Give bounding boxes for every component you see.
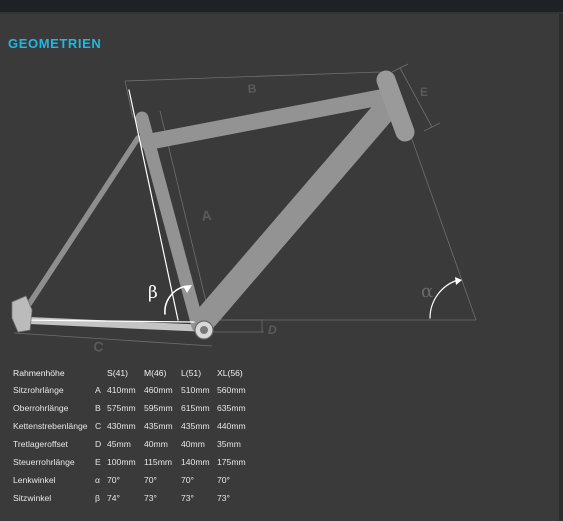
header-size-l: L(51) — [181, 368, 202, 378]
header-size-m: M(46) — [144, 368, 167, 378]
row-value-l: 435mm — [181, 421, 210, 431]
row-value-xl: 635mm — [217, 403, 246, 413]
label-a: A — [201, 207, 213, 224]
row-value-s: 430mm — [107, 421, 136, 431]
row-value-xl: 175mm — [217, 457, 246, 467]
label-b: B — [247, 81, 257, 96]
frame-geometry-diagram: B E A C D α β — [11, 63, 477, 355]
alpha-arrow-head — [455, 277, 462, 285]
row-value-m: 70° — [144, 475, 157, 485]
row-value-xl: 440mm — [217, 421, 246, 431]
row-name: Sitzwinkel — [13, 493, 52, 503]
row-value-xl: 73° — [217, 493, 230, 503]
label-e: E — [420, 85, 428, 99]
diagram-labels: B E A C D α β — [93, 81, 433, 354]
bottom-bracket-center — [200, 326, 208, 334]
table-row: Sitzrohrlänge A 410mm 460mm 510mm 560mm — [13, 381, 267, 399]
chain-stay — [14, 316, 202, 332]
seat-stay — [17, 135, 141, 321]
seat-tube — [135, 111, 205, 333]
row-value-s: 45mm — [107, 439, 131, 449]
row-code: C — [95, 421, 102, 431]
right-edge — [559, 14, 563, 521]
down-tube — [194, 92, 402, 330]
row-code: D — [95, 439, 102, 449]
row-value-s: 100mm — [107, 457, 136, 467]
row-value-s: 74° — [107, 493, 120, 503]
row-code: B — [95, 403, 101, 413]
measure-e-tick-top — [391, 63, 409, 73]
chain-stay-center-line — [19, 319, 195, 323]
measure-c-line — [13, 332, 213, 347]
label-beta: β — [148, 283, 158, 303]
row-code: α — [95, 475, 100, 485]
row-value-l: 70° — [181, 475, 194, 485]
header-code — [95, 365, 107, 381]
row-name: Tretlageroffset — [13, 439, 68, 449]
table-row: Steuerrohrlänge E 100mm 115mm 140mm 175m… — [13, 453, 267, 471]
top-bar — [0, 0, 563, 12]
row-value-m: 460mm — [144, 385, 173, 395]
alpha-angle-arc — [429, 279, 459, 319]
label-alpha: α — [421, 281, 433, 302]
table-row: Tretlageroffset D 45mm 40mm 40mm 35mm — [13, 435, 267, 453]
top-tube — [140, 88, 396, 150]
table-row: Sitzwinkel β 74° 73° 73° 73° — [13, 489, 267, 507]
row-name: Lenkwinkel — [13, 475, 56, 485]
bike-frame — [11, 70, 462, 340]
row-value-m: 435mm — [144, 421, 173, 431]
row-value-l: 510mm — [181, 385, 210, 395]
row-name: Sitzrohrlänge — [13, 385, 64, 395]
row-value-m: 595mm — [144, 403, 173, 413]
row-value-xl: 70° — [217, 475, 230, 485]
measure-e-line — [399, 67, 433, 128]
row-value-s: 575mm — [107, 403, 136, 413]
row-value-xl: 560mm — [217, 385, 246, 395]
row-name: Oberrohrlänge — [13, 403, 69, 413]
header-frame-size: Rahmenhöhe — [13, 368, 65, 378]
rear-dropout — [11, 295, 33, 333]
top-bar-shadow — [0, 12, 563, 14]
geometry-table: Rahmenhöhe S(41) M(46) L(51) XL(56) Sitz… — [13, 365, 267, 507]
row-value-l: 40mm — [181, 439, 205, 449]
row-code: β — [95, 493, 100, 503]
row-code: A — [95, 385, 101, 395]
header-size-s: S(41) — [107, 368, 129, 378]
row-value-l: 140mm — [181, 457, 210, 467]
row-name: Kettenstrebenlänge — [13, 421, 88, 431]
table-row: Kettenstrebenlänge C 430mm 435mm 435mm 4… — [13, 417, 267, 435]
table-header-row: Rahmenhöhe S(41) M(46) L(51) XL(56) — [13, 365, 267, 381]
beta-arrow-head — [183, 285, 192, 293]
page-title: GEOMETRIEN — [8, 36, 102, 51]
row-value-m: 40mm — [144, 439, 168, 449]
row-value-m: 73° — [144, 493, 157, 503]
row-code: E — [95, 457, 101, 467]
steering-axis-line — [407, 127, 477, 321]
row-name: Steuerrohrlänge — [13, 457, 75, 467]
label-c: C — [93, 338, 104, 355]
table-row: Lenkwinkel α 70° 70° 70° 70° — [13, 471, 267, 489]
head-tube — [376, 70, 415, 142]
measure-b-line — [124, 71, 381, 82]
row-value-l: 73° — [181, 493, 194, 503]
row-value-s: 410mm — [107, 385, 136, 395]
header-size-xl: XL(56) — [217, 368, 243, 378]
seat-tube-center-line — [128, 89, 179, 321]
row-value-s: 70° — [107, 475, 120, 485]
measure-e-tick-bottom — [423, 122, 441, 132]
label-d: D — [268, 323, 277, 337]
row-value-l: 615mm — [181, 403, 210, 413]
measure-lines — [13, 63, 477, 347]
row-value-m: 115mm — [144, 457, 173, 467]
measure-b-tick-left — [124, 80, 134, 119]
table-row: Oberrohrlänge B 575mm 595mm 615mm 635mm — [13, 399, 267, 417]
row-value-xl: 35mm — [217, 439, 241, 449]
